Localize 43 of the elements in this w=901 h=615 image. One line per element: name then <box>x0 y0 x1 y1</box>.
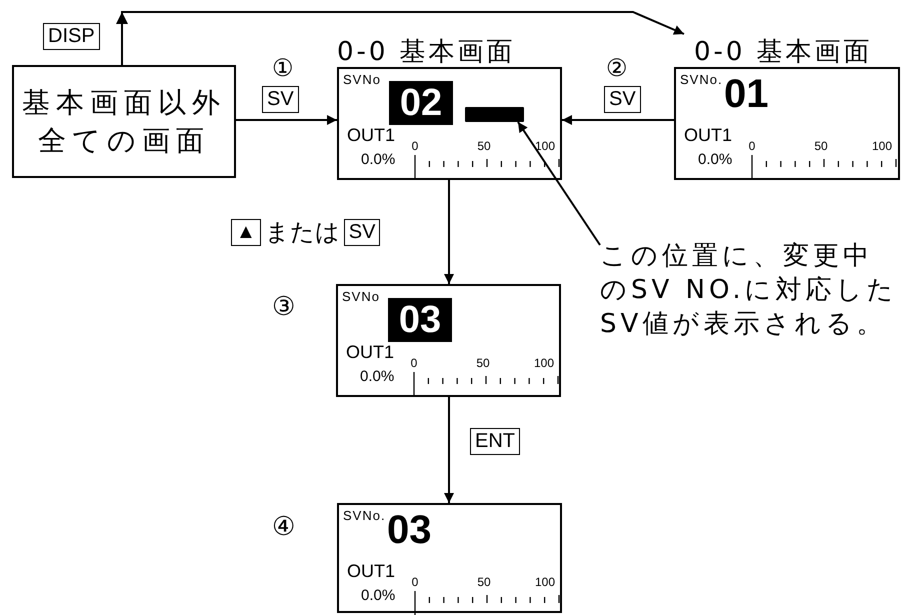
output-value: 0.0% <box>361 151 396 168</box>
output-value: 0.0% <box>361 587 396 604</box>
key-label: DISP <box>43 23 100 50</box>
output-value: 0.0% <box>698 151 732 168</box>
key-label: SV <box>262 86 299 113</box>
sv-number-label: SVNo. <box>343 508 386 523</box>
step-number: ② <box>606 54 628 82</box>
output-label: OUT1 <box>347 125 396 146</box>
screen-group-box <box>12 65 236 178</box>
sv-number-label: SVNo. <box>680 72 723 87</box>
step-number: ① <box>272 54 294 82</box>
display-bar <box>465 107 524 122</box>
box-text: 基本画面以外全ての画面 <box>22 84 226 158</box>
scale-label: 100 <box>872 139 892 153</box>
sv-number: 01 <box>724 71 768 117</box>
scale-label: 100 <box>534 575 556 589</box>
scale-label: 50 <box>477 575 491 589</box>
step-number: ③ <box>272 292 296 322</box>
sv-number-label: SVNo <box>343 72 381 87</box>
screen-title: 0-0 基本画面 <box>694 36 873 69</box>
scale-label: 100 <box>534 139 556 153</box>
key-label: ▲ または SV <box>231 216 380 248</box>
key-label: SV <box>604 86 641 113</box>
screen-title: 0-0 基本画面 <box>337 36 516 69</box>
scale-label: 50 <box>476 356 490 370</box>
sv-number-label: SVNo <box>342 289 380 304</box>
output-label: OUT1 <box>347 561 396 582</box>
step-number: ④ <box>272 512 296 542</box>
scale-label: 0 <box>410 356 418 370</box>
highlighted-number: 02 <box>389 81 453 125</box>
scale-label: 0 <box>748 139 756 153</box>
output-label: OUT1 <box>346 342 394 363</box>
output-label: OUT1 <box>684 125 732 146</box>
scale-label: 0 <box>412 139 418 153</box>
scale-label: 50 <box>477 139 491 153</box>
scale-label: 100 <box>534 356 554 370</box>
scale-label: 0 <box>412 575 418 589</box>
highlighted-number: 03 <box>388 298 452 342</box>
callout-text: この位置に、変更中のSV NO.に対応したSV値が表示される。 <box>600 240 898 340</box>
output-value: 0.0% <box>360 368 394 385</box>
sv-number: 03 <box>387 507 432 553</box>
scale-label: 50 <box>814 139 828 153</box>
key-label: ENT <box>470 428 520 455</box>
